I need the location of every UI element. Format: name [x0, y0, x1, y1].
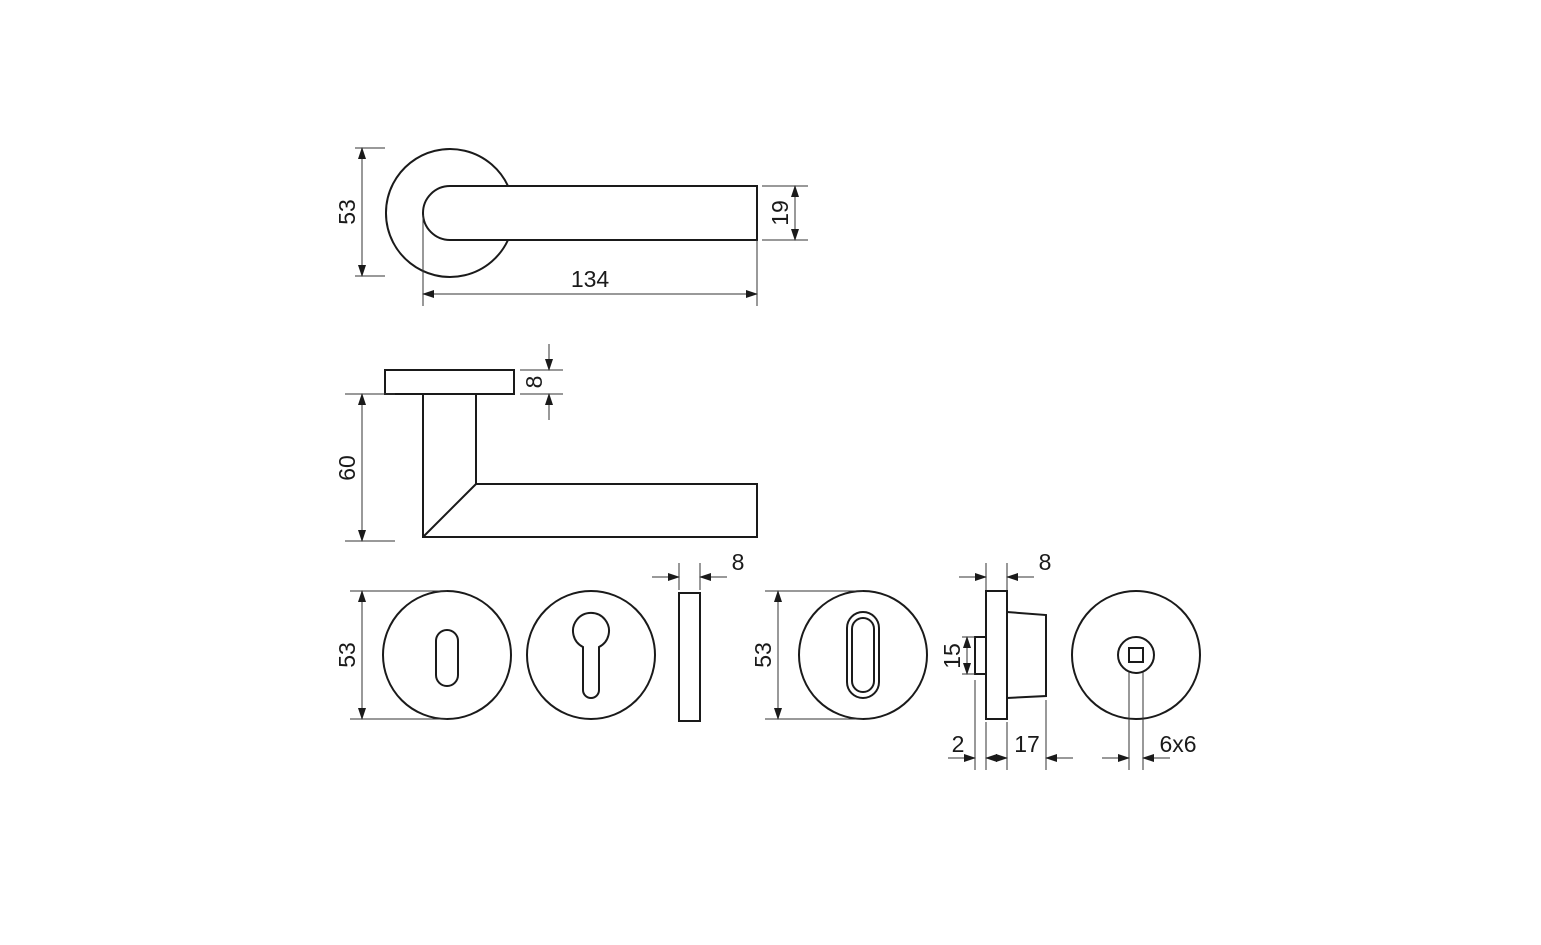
spindle-boss [1117, 636, 1155, 674]
lever-top-view: 53 19 134 [334, 147, 808, 306]
dim-rose-thickness: 8 [521, 376, 547, 389]
dim-projection: 60 [334, 455, 360, 481]
dim-rose-diameter: 53 [334, 199, 360, 225]
dim-escutcheon-thickness: 8 [732, 549, 745, 575]
rose-side [384, 369, 515, 395]
keyhole-escutcheon [382, 590, 512, 720]
lever-outline [422, 185, 758, 241]
cylinder-hole [572, 611, 610, 699]
dim-turn-thickness: 8 [1039, 549, 1052, 575]
lever-side-view: 8 60 [334, 344, 758, 542]
dim-lever-length: 134 [571, 266, 610, 292]
keyhole-slot [435, 629, 459, 687]
rose-outline [384, 148, 509, 278]
dim-knob-depth: 2 [952, 731, 965, 757]
turn-rose-side [985, 590, 1008, 720]
escutcheon-side [678, 592, 701, 722]
dim-spindle-size: 6x6 [1159, 731, 1196, 757]
dim-lever-height: 19 [767, 200, 793, 226]
indicator-slot-outer [846, 611, 880, 699]
bathroom-set: 53 8 15 2 17 6x6 [750, 549, 1201, 770]
turn-escutcheon [1071, 590, 1201, 720]
dim-bathroom-diameter: 53 [750, 642, 776, 668]
dim-keyhole-diameter: 53 [334, 642, 360, 668]
square-spindle [1128, 647, 1144, 663]
turn-body-side [1006, 611, 1047, 699]
indicator-escutcheon [798, 590, 928, 720]
dim-knob-height: 15 [939, 643, 965, 669]
dim-turn-depth: 17 [1014, 731, 1040, 757]
key-escutcheons: 53 8 [334, 549, 745, 722]
lever-side [422, 394, 758, 538]
cylinder-escutcheon [526, 590, 656, 720]
turn-knob-stub [974, 636, 987, 675]
indicator-slot-inner [851, 617, 875, 693]
